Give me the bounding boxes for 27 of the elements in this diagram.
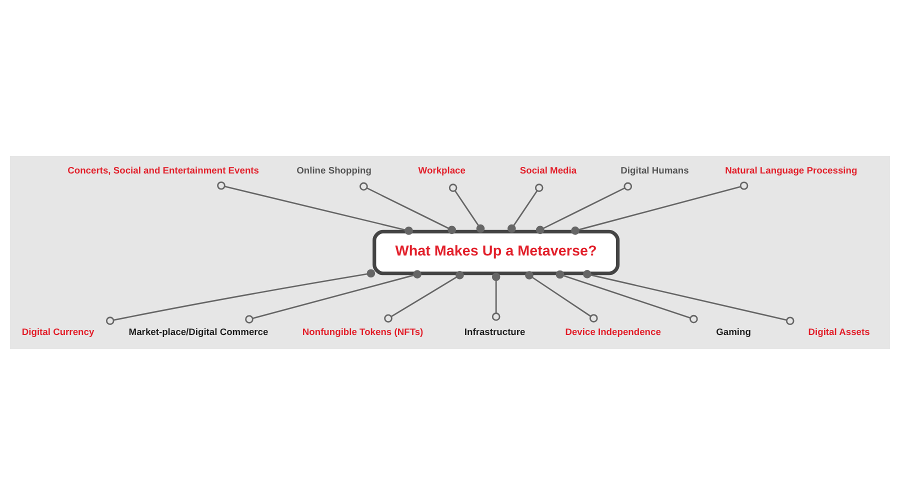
connector <box>106 268 376 324</box>
connector <box>448 183 485 232</box>
connector <box>583 270 794 325</box>
node-text: Infrastructure <box>464 326 526 336</box>
node-text: Concerts, Social and Entertainment Events <box>68 165 260 176</box>
node-text: Online Shopping <box>296 165 372 176</box>
connector <box>384 270 464 322</box>
connector <box>525 270 598 322</box>
node-text: Nonfungible Tokens (NFTs) <box>302 326 424 336</box>
node-text: Natural Language Processing <box>725 165 858 176</box>
node-text: Digital Humans <box>620 165 689 176</box>
connector <box>492 272 500 320</box>
connector <box>571 181 748 234</box>
node-text: Digital Currency <box>22 326 94 336</box>
node-box: What Makes Up a Metaverse? <box>372 229 620 275</box>
connector <box>556 270 698 323</box>
node-text: Gaming <box>716 326 751 336</box>
connector <box>217 180 413 234</box>
node-text: Social Media <box>520 165 577 176</box>
connector <box>245 270 422 323</box>
node-text: Digital Assets <box>808 326 870 336</box>
node-text: Device Independence <box>565 326 661 336</box>
connector <box>508 183 544 232</box>
node-text: Workplace <box>418 165 466 176</box>
connector <box>360 182 456 234</box>
connector <box>536 182 632 234</box>
node-text: Market-place/Digital Commerce <box>128 326 268 336</box>
